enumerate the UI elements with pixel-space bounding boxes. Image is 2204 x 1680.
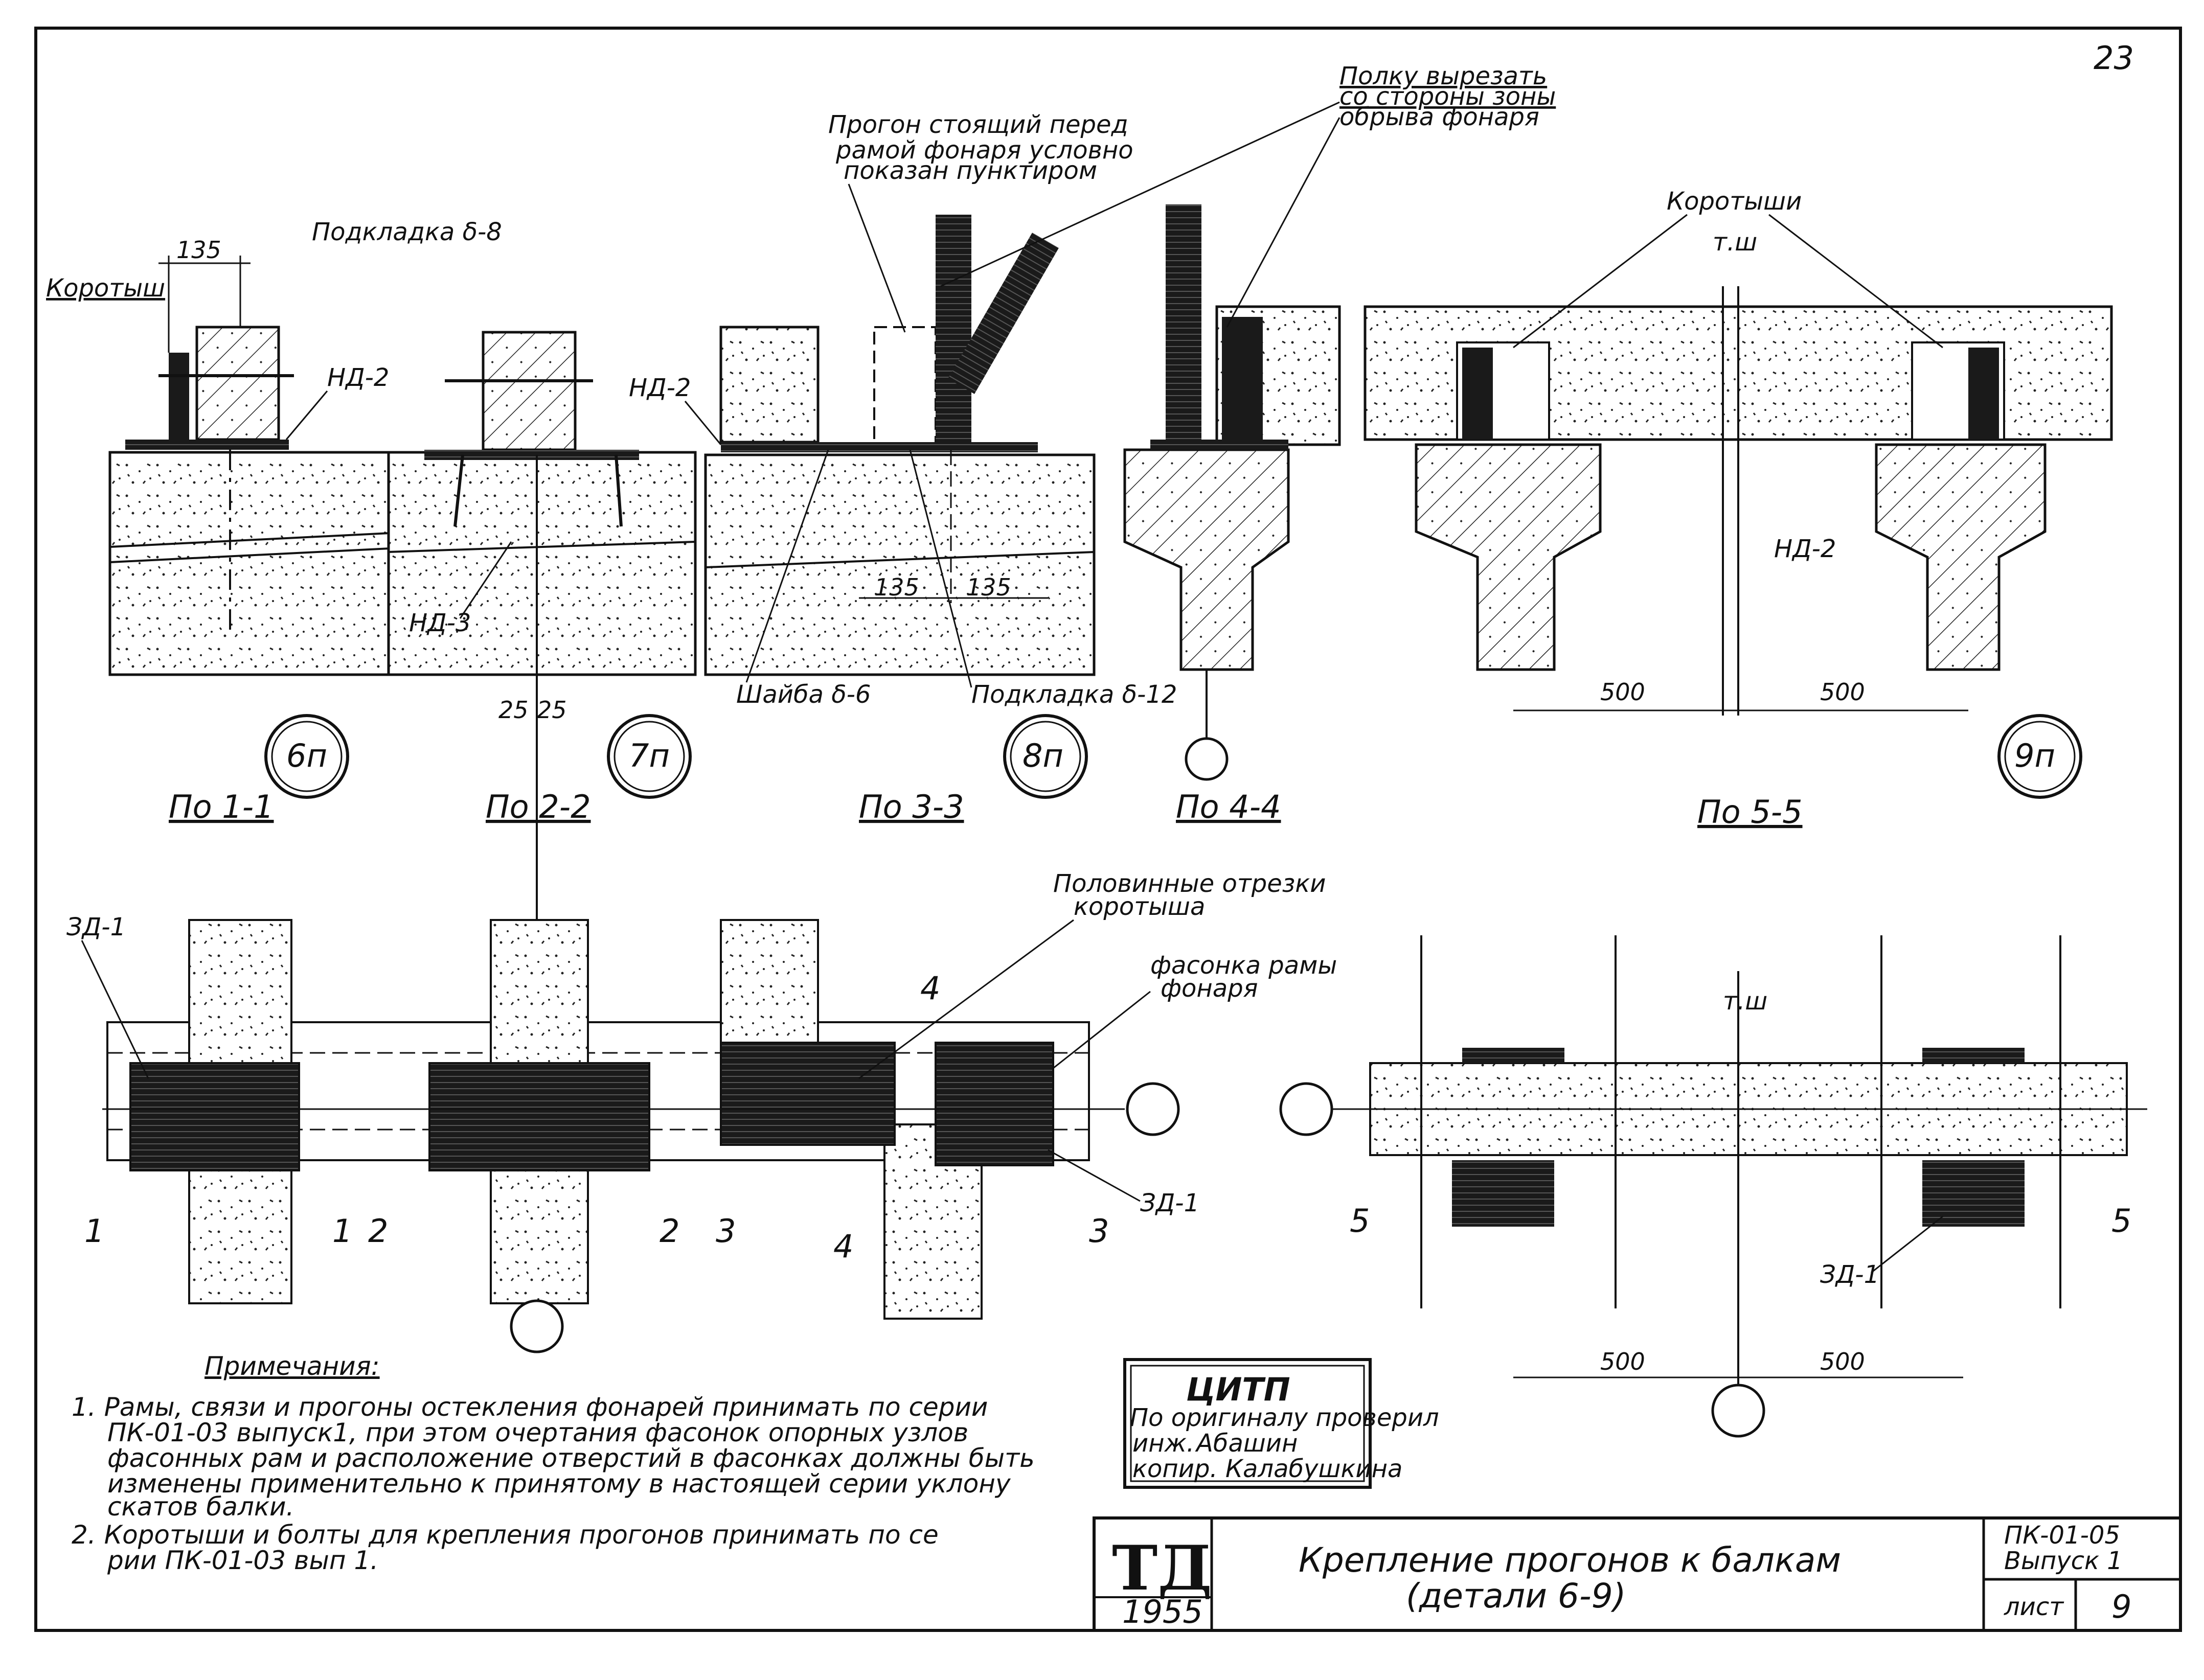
label-nd2-b: НД-2 bbox=[629, 374, 691, 402]
label-zd1-b: ЗД-1 bbox=[1140, 1189, 1199, 1217]
dim-500-d: 500 bbox=[1820, 1348, 1865, 1375]
section-5-5 bbox=[1364, 286, 2113, 716]
svg-text:6п: 6п bbox=[286, 737, 327, 774]
drawing-title: Крепление прогонов к балкам bbox=[1299, 1540, 1841, 1580]
dim-25-b: 25 bbox=[537, 696, 567, 724]
cut-mark-2-right: 2 bbox=[660, 1212, 679, 1250]
cut-flange-note-3: обрыва фонаря bbox=[1339, 103, 1539, 131]
cut-mark-5-right: 5 bbox=[2111, 1202, 2131, 1239]
label-nd2-a: НД-2 bbox=[327, 363, 389, 392]
label-korotyshi: Коротыши bbox=[1667, 187, 1802, 216]
section-label-3: По 3-3 bbox=[859, 788, 964, 825]
dim-135-top: 135 bbox=[176, 236, 221, 264]
dim-135-b: 135 bbox=[966, 573, 1011, 601]
gusset-note-1: фасонка рамы bbox=[1150, 951, 1337, 980]
half-cut-note-2: коротыша bbox=[1074, 892, 1205, 921]
dim-500-b: 500 bbox=[1820, 678, 1865, 706]
plan-view-left bbox=[102, 919, 1180, 1353]
notes-heading: Примечания: bbox=[205, 1351, 380, 1381]
detail-marker-9: 9п bbox=[1997, 714, 2082, 799]
logo: ТД bbox=[1112, 1532, 1212, 1604]
cut-mark-1-right: 1 bbox=[332, 1212, 352, 1250]
cut-flange-note-1: Полку вырезать bbox=[1339, 62, 1547, 90]
svg-text:Абашин: Абашин bbox=[1195, 1429, 1298, 1458]
label-nd3: НД-3 bbox=[409, 609, 471, 637]
label-podkladka-8: Подкладка δ-8 bbox=[312, 218, 502, 246]
drawing-subtitle: (детали 6-9) bbox=[1406, 1576, 1626, 1616]
sheet-border bbox=[34, 27, 2182, 1632]
svg-text:9п: 9п bbox=[2014, 737, 2055, 774]
svg-text:инж.: инж. bbox=[1132, 1429, 1194, 1458]
cut-mark-5-left: 5 bbox=[1350, 1202, 1370, 1239]
cut-mark-1-left: 1 bbox=[84, 1212, 104, 1250]
verification-stamp: ЦИТП По оригиналу проверил инж. Абашин к… bbox=[1123, 1358, 1439, 1489]
series-code: ПК-01-05 bbox=[2004, 1521, 2120, 1550]
section-2-2 bbox=[387, 331, 697, 1324]
detail-marker-7: 7п bbox=[607, 714, 692, 799]
plan-view-right bbox=[1279, 935, 2147, 1438]
label-tsh-plan: т.ш bbox=[1723, 987, 1767, 1016]
title-block bbox=[1093, 1516, 2182, 1632]
section-4-4 bbox=[1123, 204, 1341, 781]
label-podkladka-12: Подкладка δ-12 bbox=[971, 680, 1177, 709]
half-cut-note-1: Половинные отрезки bbox=[1053, 869, 1326, 898]
dim-500-c: 500 bbox=[1600, 1348, 1645, 1375]
section-label-5: По 5-5 bbox=[1697, 793, 1803, 831]
detail-marker-8: 8п bbox=[1003, 714, 1088, 799]
label-korotysh: Коротыш bbox=[46, 274, 165, 303]
section-3-3 bbox=[704, 215, 1096, 676]
note-1-line-5: скатов балки. bbox=[107, 1492, 294, 1522]
note-2-line-1: 2. Коротыши и болты для крепления прогон… bbox=[72, 1520, 939, 1550]
dim-135-a: 135 bbox=[874, 573, 919, 601]
cut-mark-2-left: 2 bbox=[368, 1212, 388, 1250]
cut-mark-3-left: 3 bbox=[716, 1212, 736, 1250]
label-shaiba-6: Шайба δ-6 bbox=[736, 680, 871, 709]
svg-text:ЦИТП: ЦИТП bbox=[1186, 1371, 1290, 1408]
note-1-line-3: фасонных рам и расположение отверстий в … bbox=[107, 1443, 1035, 1473]
svg-text:По оригиналу проверил: По оригиналу проверил bbox=[1130, 1403, 1439, 1432]
label-zd1-c: ЗД-1 bbox=[1820, 1260, 1879, 1289]
note-2-line-2: рии ПК-01-03 вып 1. bbox=[107, 1546, 378, 1575]
series-issue: Выпуск 1 bbox=[2004, 1547, 2123, 1575]
detail-marker-6: 6п bbox=[264, 714, 349, 799]
purlin-note-3: показан пунктиром bbox=[844, 156, 1097, 185]
note-1-line-4: изменены применительно к принятому в нас… bbox=[107, 1469, 1011, 1499]
section-label-1: По 1-1 bbox=[169, 788, 274, 825]
svg-text:копир. Калабушкина: копир. Калабушкина bbox=[1132, 1455, 1402, 1483]
svg-text:7п: 7п bbox=[629, 737, 670, 774]
gusset-note-2: фонаря bbox=[1161, 974, 1258, 1003]
purlin-note-2: рамой фонаря условно bbox=[835, 136, 1133, 165]
note-1-line-1: 1. Рамы, связи и прогоны остекления фона… bbox=[72, 1392, 988, 1422]
label-zd1-a: ЗД-1 bbox=[66, 913, 126, 941]
purlin-note-1: Прогон стоящий перед bbox=[828, 110, 1128, 139]
year: 1955 bbox=[1122, 1593, 1203, 1630]
cut-mark-4-bottom: 4 bbox=[833, 1228, 853, 1265]
sheet-number: 9 bbox=[2111, 1588, 2131, 1625]
note-1-line-2: ПК-01-03 выпуск1, при этом очертания фас… bbox=[107, 1418, 968, 1447]
svg-text:8п: 8п bbox=[1023, 737, 1063, 774]
cut-mark-3-right: 3 bbox=[1089, 1212, 1109, 1250]
sheet-label: лист bbox=[2004, 1593, 2064, 1621]
dim-500-a: 500 bbox=[1600, 678, 1645, 706]
cut-mark-4-top: 4 bbox=[920, 970, 940, 1007]
cut-flange-note-2: со стороны зоны bbox=[1339, 82, 1556, 111]
label-nd2-c: НД-2 bbox=[1774, 535, 1836, 563]
label-tsh-top: т.ш bbox=[1713, 228, 1757, 257]
section-1-1 bbox=[108, 256, 423, 676]
dim-25-a: 25 bbox=[498, 696, 529, 724]
section-label-4: По 4-4 bbox=[1176, 788, 1281, 825]
section-label-2: По 2-2 bbox=[486, 788, 591, 825]
page-number: 23 bbox=[2094, 39, 2134, 77]
